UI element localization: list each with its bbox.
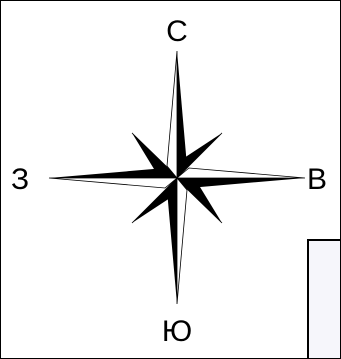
south-label: Ю	[162, 315, 192, 348]
cardinal-points	[49, 51, 305, 304]
west-label: З	[11, 163, 29, 196]
inset-panel	[307, 239, 341, 359]
north-label: С	[166, 15, 188, 48]
east-label: В	[307, 163, 327, 196]
